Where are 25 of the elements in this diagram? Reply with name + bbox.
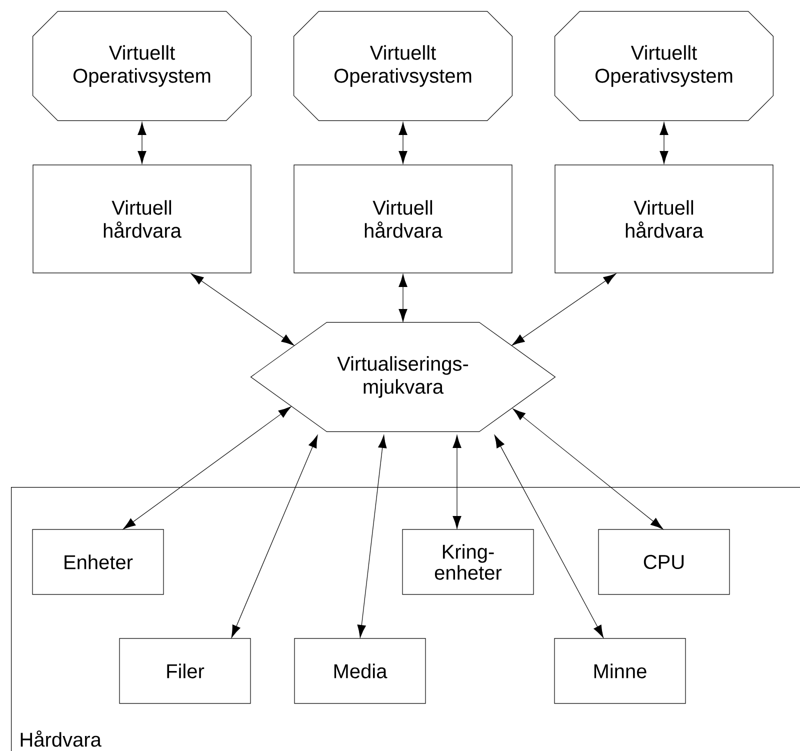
arrow [512, 274, 616, 346]
arrow [494, 434, 604, 638]
octagon-box: Virtuellt Operativsystem [294, 10, 512, 121]
arrow [138, 122, 146, 164]
component-box: Media [294, 638, 426, 704]
process-box: Virtuell hårdvara [32, 164, 252, 274]
component-box: Enheter [32, 529, 164, 595]
arrow [122, 406, 292, 530]
arrow [512, 408, 664, 530]
process-box: Virtuell hårdvara [554, 164, 774, 274]
component-box: Filer [119, 638, 251, 704]
component-box: CPU [598, 529, 730, 595]
octagon-box: Virtuellt Operativsystem [32, 10, 252, 121]
arrow [452, 435, 462, 529]
component-box: Minne [554, 638, 686, 704]
component-box: Kring- enheter [402, 529, 534, 595]
process-box: Virtuell hårdvara [294, 164, 512, 274]
arrow [190, 274, 294, 346]
octagon-box: Virtuellt Operativsystem [554, 10, 774, 121]
arrow [231, 435, 318, 638]
arrow [398, 274, 408, 322]
arrow [357, 435, 387, 638]
arrow [398, 122, 408, 164]
arrow [660, 122, 668, 164]
panel-label: Hårdvara [20, 730, 102, 747]
